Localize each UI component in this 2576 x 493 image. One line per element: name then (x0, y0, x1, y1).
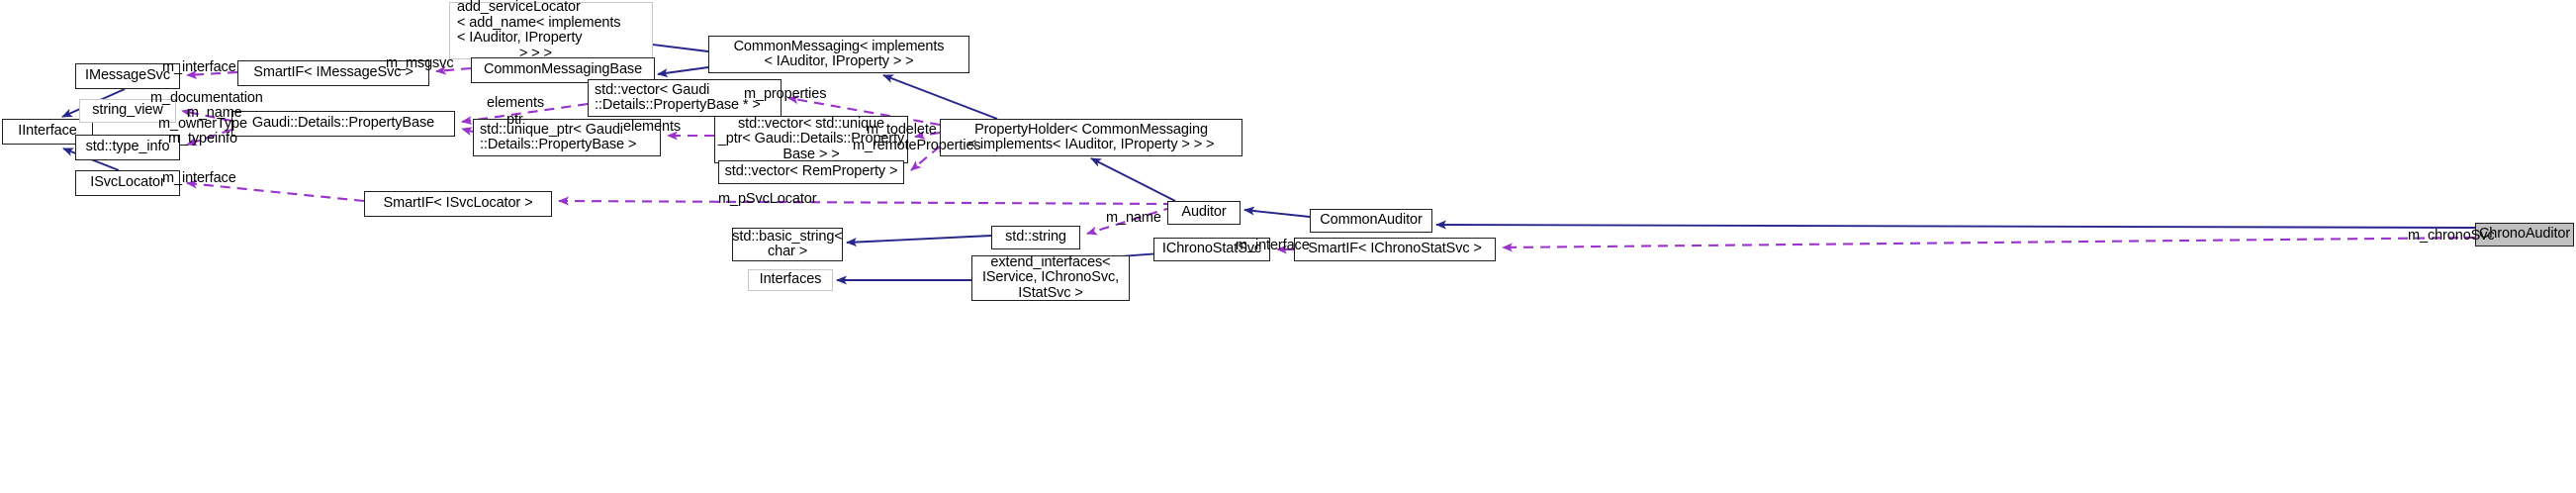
label-text: m_remoteProperties (853, 138, 981, 153)
node-commonmessaging[interactable]: CommonMessaging< implements < IAuditor, … (708, 36, 969, 73)
edge-label-m-msgsvc: m_msgsvc (386, 56, 454, 71)
node-commonauditor[interactable]: CommonAuditor (1310, 209, 1432, 233)
node-label: IChronoStatSvc (1161, 241, 1262, 257)
label-text: m_todelete (867, 122, 937, 138)
label-text: m_interface (162, 170, 236, 186)
node-unique-ptr-propertybase[interactable]: std::unique_ptr< Gaudi ::Details::Proper… (473, 119, 661, 156)
node-interfaces[interactable]: Interfaces (748, 269, 833, 291)
edge-stdstring-to-basicstring (846, 235, 992, 247)
edge-label-ptr: ptr (506, 113, 523, 128)
label-text: m_chronoSvc (2408, 228, 2495, 244)
node-label: IMessageSvc (85, 67, 170, 84)
edge-label-elements-mid: elements (623, 120, 681, 135)
edge-uniqueptr-to-propertybase (461, 127, 474, 136)
edge-propertybase-to-typeinfo (186, 129, 232, 147)
node-label: std::unique_ptr< Gaudi ::Details::Proper… (480, 121, 637, 152)
node-std-string[interactable]: std::string (991, 226, 1080, 249)
edge-label-m-interface-svclocator: m_interface (162, 171, 236, 186)
label-text: m_properties (744, 86, 827, 102)
node-std-type-info[interactable]: std::type_info (75, 135, 180, 160)
label-text: m_msgsvc (386, 55, 454, 71)
label-text: m_interface (162, 59, 236, 75)
node-label: string_view (92, 102, 163, 119)
node-label: CommonMessaging< implements < IAuditor, … (733, 38, 945, 69)
edge-auditor-to-stdstring (1086, 205, 1174, 236)
edge-chronoauditor-to-smartif-ichrono (1502, 236, 2476, 252)
node-isvclocator[interactable]: ISvcLocator (75, 170, 180, 196)
node-imessagesvc[interactable]: IMessageSvc (75, 63, 180, 89)
node-label: add_serviceLocator < add_name< implement… (457, 0, 621, 61)
edge-auditor-to-smartif-isvclocator (558, 196, 1174, 206)
node-label: PropertyHolder< CommonMessaging < implem… (967, 121, 1215, 152)
node-label: SmartIF< IChronoStatSvc > (1308, 241, 1482, 257)
label-text: m_interface (1236, 238, 1310, 253)
node-label: CommonAuditor (1320, 212, 1423, 229)
edge-commonmsgbase-to-smartif-imsgsvc (435, 65, 472, 75)
label-text: m_documentation m_name (150, 90, 263, 121)
node-label: SmartIF< ISvcLocator > (383, 195, 533, 212)
node-label: std::basic_string< char > (732, 228, 843, 259)
edge-smartif-isvclocator-to-isvclocator (186, 179, 365, 203)
node-vector-unique-ptr-propertybase[interactable]: std::vector< std::unique _ptr< Gaudi::De… (714, 116, 908, 163)
edge-label-m-psvclocator: m_pSvcLocator (718, 191, 817, 207)
edge-smartif-imsgsvc-to-imessagesvc (186, 69, 238, 79)
edge-label-m-interface-chronostatsvc: m_interface (1236, 239, 1310, 253)
edge-label-m-name: m_name (1106, 211, 1161, 226)
node-label: ISvcLocator (90, 174, 165, 191)
edge-propertyholder-to-commonmessaging (882, 74, 998, 120)
node-label: std::vector< RemProperty > (724, 163, 898, 180)
node-propertyholder[interactable]: PropertyHolder< CommonMessaging < implem… (940, 119, 1242, 156)
edge-label-m-todelete: m_todelete (867, 123, 937, 138)
edge-label-m-documentation-m-name: m_documentation m_name (150, 91, 263, 121)
edge-label-m-remoteproperties: m_remoteProperties (853, 139, 981, 153)
node-gaudi-details-propertybase[interactable]: Gaudi::Details::PropertyBase (231, 111, 455, 137)
label-text: m_ownerType m_typeinfo (158, 116, 247, 147)
node-add-servicelocator[interactable]: add_serviceLocator < add_name< implement… (449, 0, 653, 61)
node-label: std::vector< std::unique _ptr< Gaudi::De… (717, 115, 905, 162)
edge-chronoauditor-to-commonauditor (1435, 220, 2476, 230)
node-string-view[interactable]: string_view (79, 99, 176, 123)
edge-label-m-properties: m_properties (744, 86, 827, 102)
edge-propertyholder-to-vecuniqueptr (914, 130, 941, 140)
node-smartif-isvclocator[interactable]: SmartIF< ISvcLocator > (364, 191, 552, 217)
node-extend-interfaces[interactable]: extend_interfaces< IService, IChronoSvc,… (971, 253, 1130, 301)
label-text: elements (623, 119, 682, 135)
node-label: Gaudi::Details::PropertyBase (251, 115, 435, 132)
node-label: CommonMessagingBase (483, 61, 643, 78)
edge-label-elements-top: elements (487, 96, 544, 111)
node-auditor[interactable]: Auditor (1167, 201, 1241, 225)
node-label: IInterface (18, 123, 77, 140)
node-label: ChronoAuditor (2478, 226, 2571, 243)
node-label: std::string (1005, 229, 1066, 246)
label-text: m_name (1106, 210, 1161, 226)
node-label: Auditor (1181, 204, 1227, 221)
label-text: m_pSvcLocator (718, 191, 817, 207)
node-label: extend_interfaces< IService, IChronoSvc,… (981, 253, 1120, 301)
node-label: SmartIF< IMessageSvc > (253, 64, 414, 81)
edge-propertyholder-to-vecpropbaseptr (787, 95, 941, 127)
node-vector-remproperty[interactable]: std::vector< RemProperty > (718, 160, 904, 184)
node-chronoauditor[interactable]: ChronoAuditor (2475, 223, 2574, 246)
edge-commonauditor-to-auditor (1243, 206, 1311, 218)
edge-propertyholder-to-vecremproperty (910, 146, 941, 171)
node-smartif-ichronostatsvc[interactable]: SmartIF< IChronoStatSvc > (1294, 238, 1496, 261)
node-label: Interfaces (759, 271, 822, 288)
node-commonmessagingbase[interactable]: CommonMessagingBase (471, 57, 655, 83)
label-text: ptr (506, 112, 523, 128)
label-text: elements (487, 95, 545, 111)
edge-label-m-ownertype-m-typeinfo: m_ownerType m_typeinfo (158, 117, 247, 147)
node-smartif-imessagesvc[interactable]: SmartIF< IMessageSvc > (237, 60, 429, 86)
node-std-basic-string-char[interactable]: std::basic_string< char > (732, 228, 843, 261)
node-label: std::vector< Gaudi ::Details::PropertyBa… (595, 81, 761, 113)
node-ichronostatsvc[interactable]: IChronoStatSvc (1153, 238, 1270, 261)
node-vector-propertybase-ptr[interactable]: std::vector< Gaudi ::Details::PropertyBa… (588, 79, 782, 117)
usage-edges (181, 65, 2476, 254)
edge-label-m-chronosvc: m_chronoSvc (2408, 229, 2495, 244)
edge-commonmessaging-to-commonmsgbase (657, 66, 709, 78)
edge-propertybase-to-stringview (181, 108, 232, 123)
edge-label-m-interface-messagesvc: m_interface (162, 60, 236, 75)
node-label: std::type_info (85, 139, 170, 155)
edge-auditor-to-propertyholder (1090, 157, 1176, 202)
